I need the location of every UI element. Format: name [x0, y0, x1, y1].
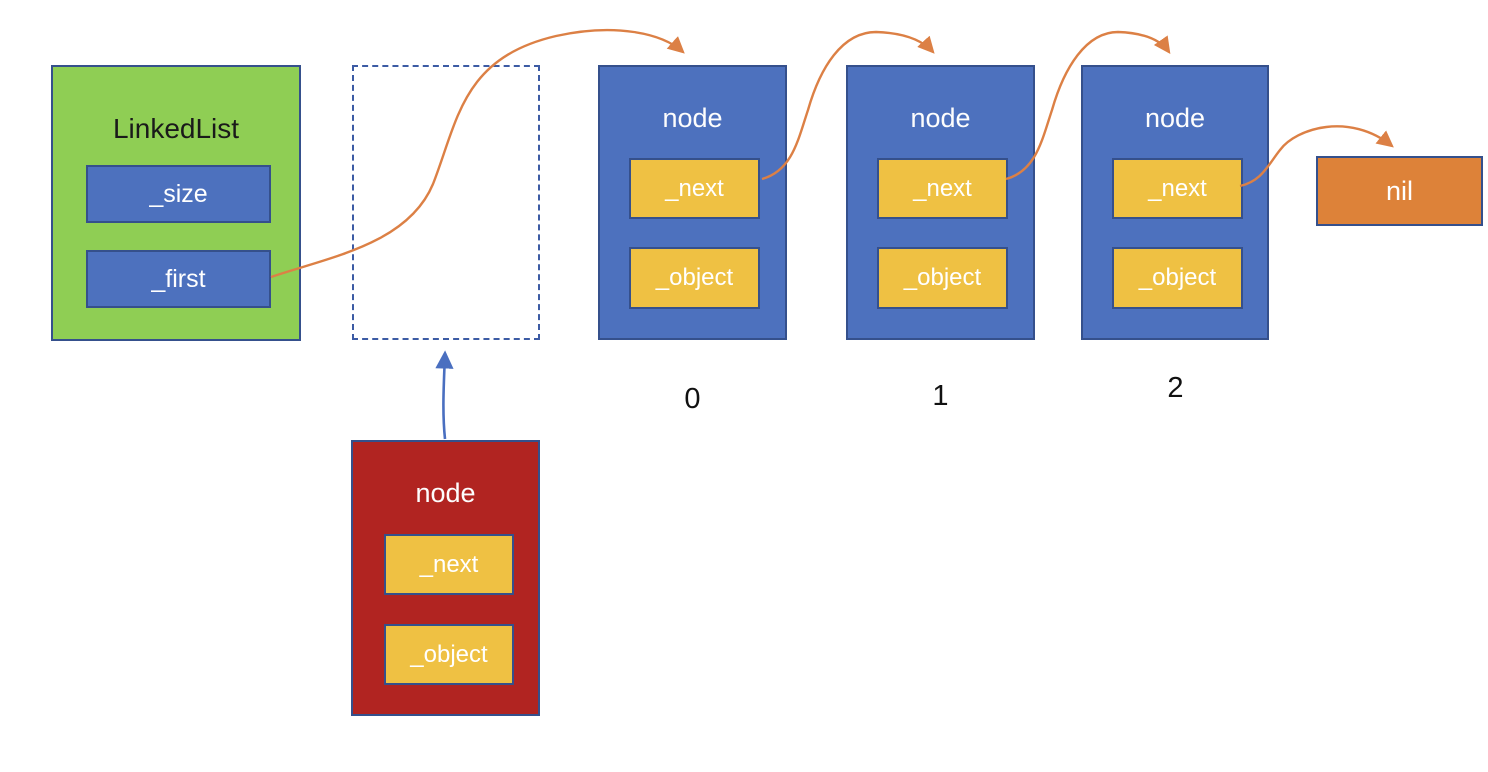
node-0-title: node: [662, 103, 723, 133]
node-2-title: node: [1144, 103, 1206, 133]
new-node-title: node: [415, 478, 476, 508]
node-2-object-field: _object: [1112, 247, 1243, 309]
node-1-index-label: 1: [932, 380, 949, 412]
new-node-next-field: _next: [384, 534, 514, 595]
placeholder-slot-box: [352, 65, 540, 340]
node-1-next-field: _next: [877, 158, 1008, 219]
size-field: _size: [86, 165, 271, 223]
node-0-box: node _next _object: [598, 65, 787, 340]
linkedlist-title: LinkedList: [112, 113, 240, 144]
node-1-object-field: _object: [877, 247, 1008, 309]
arrow-newnode-to-placeholder: [435, 350, 454, 440]
new-node-object-field: _object: [384, 624, 514, 685]
node-0-next-field: _next: [629, 158, 760, 219]
node-2-next-field: _next: [1112, 158, 1243, 219]
new-node-box: node _next _object: [351, 440, 540, 716]
node-2-box: node _next _object: [1081, 65, 1269, 340]
linkedlist-box: LinkedList _size _first: [51, 65, 301, 341]
nil-box: nil: [1316, 156, 1483, 226]
node-1-box: node _next _object: [846, 65, 1035, 340]
node-1-title: node: [910, 103, 971, 133]
node-2-index-label: 2: [1167, 372, 1184, 404]
node-0-index-label: 0: [684, 383, 701, 415]
node-0-object-field: _object: [629, 247, 760, 309]
first-field: _first: [86, 250, 271, 308]
